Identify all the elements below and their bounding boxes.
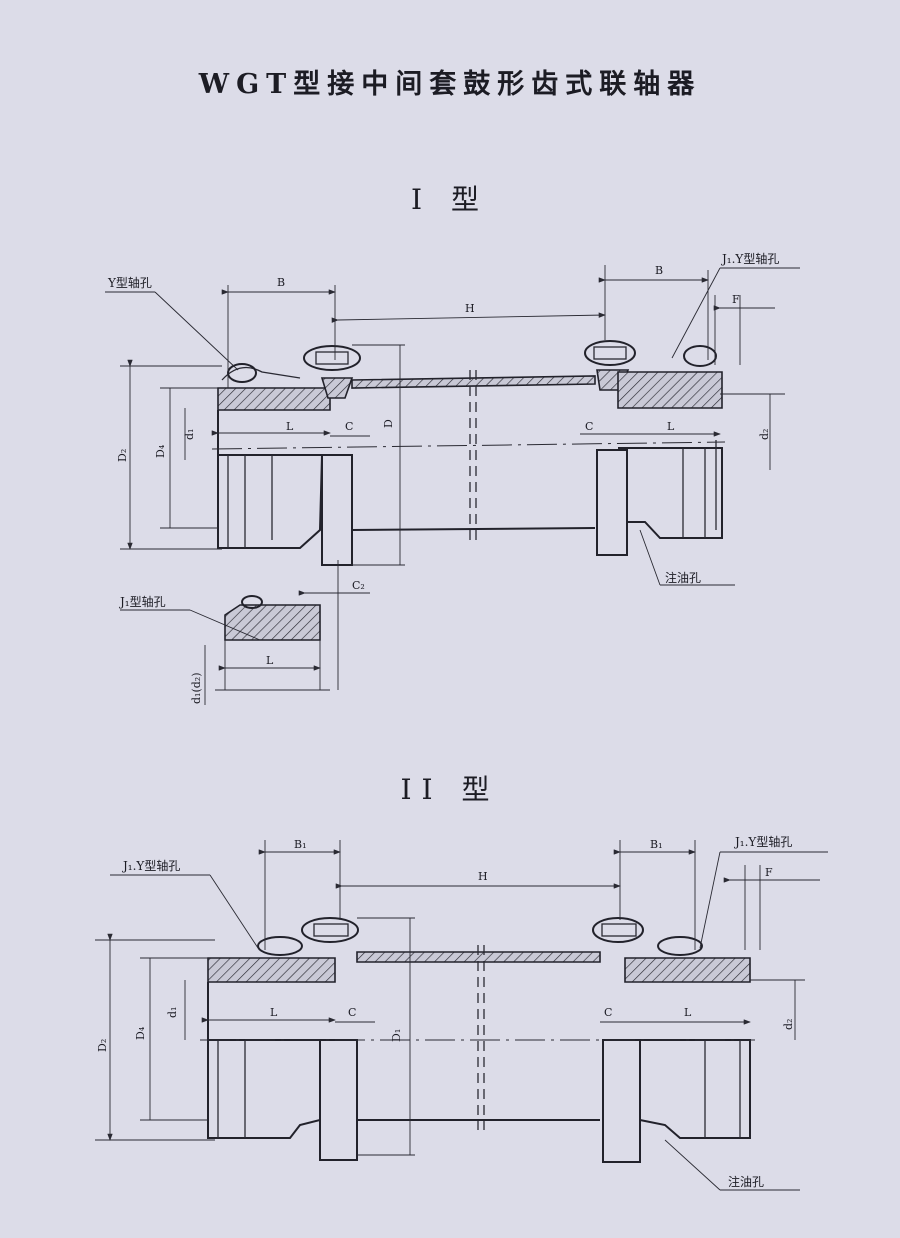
right-flange	[602, 1039, 641, 1163]
label-d1-sleeve: D₁	[390, 1029, 403, 1042]
left-flange	[321, 454, 353, 566]
label-f: F	[732, 293, 740, 306]
label-b-right: B	[655, 264, 663, 277]
label-oil-hole: 注油孔	[728, 1174, 764, 1189]
type1-drawing: Y型轴孔 B H B J₁.Y型轴孔 F D₂ D₄ d₁ L C D C L …	[105, 251, 800, 705]
label-l-left: L	[286, 420, 294, 433]
left-bolt	[301, 917, 359, 943]
left-bolt	[303, 345, 361, 371]
right-bolt	[584, 340, 636, 366]
label-d2-outer: D₂	[96, 1039, 109, 1052]
left-hub-section	[217, 387, 331, 411]
label-h: H	[465, 302, 475, 315]
label-d2-bore: d₂	[782, 1019, 795, 1030]
label-d1: d₁	[166, 1007, 179, 1018]
label-d: D	[382, 419, 395, 428]
sleeve-tube	[356, 951, 601, 963]
label-c-left: C	[345, 420, 353, 433]
label-d2-bore: d₂	[758, 429, 771, 440]
label-d2-outer: D₂	[116, 449, 129, 462]
right-hub-section	[624, 957, 751, 983]
label-h: H	[478, 870, 488, 883]
label-l-left: L	[270, 1006, 278, 1019]
label-j1y-bore-left: J₁.Y型轴孔	[121, 858, 180, 873]
label-oil-hole: 注油孔	[665, 570, 701, 585]
left-flange	[319, 1039, 358, 1161]
label-c2: C₂	[352, 579, 365, 592]
label-l-detail: L	[266, 654, 274, 667]
label-d1: d₁	[183, 429, 196, 440]
document-title: WGT型接中间套鼓形齿式联轴器	[198, 69, 702, 100]
label-b1-right: B₁	[650, 838, 663, 851]
type2-drawing: J₁.Y型轴孔 B₁ H B₁ J₁.Y型轴孔 F D₂ D₄ d₁ L C D…	[95, 834, 828, 1191]
type2-heading: II 型	[400, 773, 500, 806]
sleeve-tube	[351, 375, 596, 389]
label-d1d2: d₁(d₂)	[190, 673, 203, 705]
label-f: F	[765, 866, 773, 879]
label-b-left: B	[277, 276, 285, 289]
left-hub-section	[207, 957, 336, 983]
label-l-right: L	[684, 1006, 692, 1019]
left-seal	[227, 363, 257, 383]
label-c-right: C	[585, 420, 593, 433]
right-flange	[596, 449, 628, 556]
j1-detail-hub	[224, 604, 321, 641]
label-d4: D₄	[134, 1026, 147, 1040]
label-c-right: C	[604, 1006, 612, 1019]
label-l-right: L	[667, 420, 675, 433]
label-j1-bore: J₁型轴孔	[118, 594, 166, 609]
label-j1y-bore-right: J₁.Y型轴孔	[733, 834, 792, 849]
right-bolt	[592, 917, 644, 943]
label-c-left: C	[348, 1006, 356, 1019]
label-b1-left: B₁	[294, 838, 307, 851]
right-hub-section	[617, 371, 723, 409]
left-hub-body	[217, 410, 324, 549]
type1-heading: I 型	[411, 183, 489, 216]
label-j1y-bore: J₁.Y型轴孔	[720, 251, 779, 266]
label-d4: D₄	[154, 444, 167, 458]
label-y-bore: Y型轴孔	[107, 275, 152, 290]
